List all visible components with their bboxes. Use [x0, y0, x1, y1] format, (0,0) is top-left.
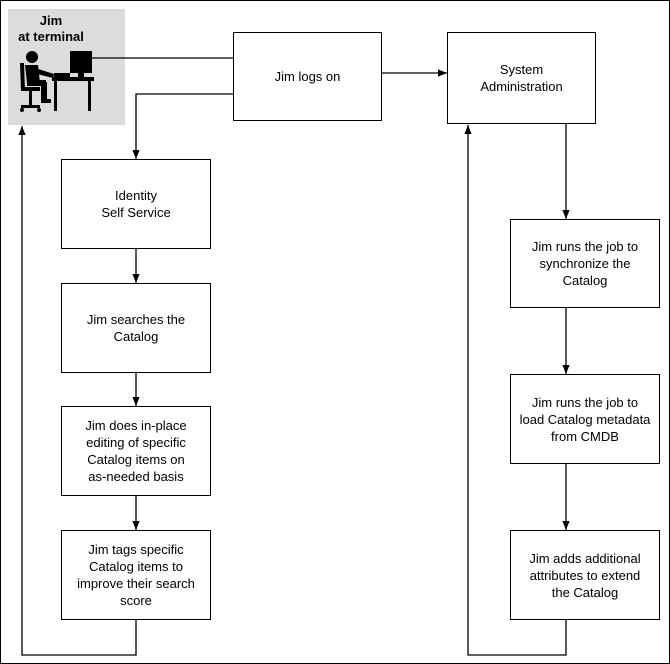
actor-location: at terminal	[18, 29, 84, 44]
node-line: Jim does in-place	[85, 418, 187, 433]
connector-logon-identity	[132, 93, 233, 159]
node-line: attributes to extend	[529, 567, 641, 583]
node-line: System	[499, 62, 544, 77]
node-line: improve their search	[77, 576, 195, 591]
node-line: Jim logs on	[274, 69, 341, 84]
node-jim-tags-catalog-items: Jim tags specific Catalog items to impro…	[61, 530, 211, 620]
node-line: Catalog	[113, 329, 159, 344]
node-jim-loads-catalog-metadata: Jim runs the job to load Catalog metadat…	[510, 374, 660, 464]
node-line: Jim runs the job to	[531, 239, 639, 254]
node-line: editing of specific	[86, 435, 186, 450]
node-line: Identity	[115, 188, 157, 203]
actor-name: Jim	[39, 13, 63, 28]
node-system-administration: System Administration	[447, 32, 596, 124]
node-line: Jim searches the	[86, 312, 186, 327]
node-line: Self Service	[101, 205, 171, 220]
node-jim-searches-catalog: Jim searches the Catalog	[61, 283, 211, 373]
node-jim-edits-catalog-items: Jim does in-place editing of specific Ca…	[61, 406, 211, 496]
node-identity-self-service: Identity Self Service	[61, 159, 211, 249]
node-line: Catalog items to	[89, 559, 183, 574]
node-line: as-needed basis	[88, 469, 184, 484]
node-jim-adds-attributes: Jim adds additional attributes to extend…	[510, 530, 660, 620]
node-line: Catalog	[562, 273, 608, 288]
node-line: the Catalog	[551, 584, 619, 600]
node-line: load Catalog metadata	[519, 411, 651, 427]
node-line: Jim runs the job to	[531, 394, 639, 410]
person-at-computer-icon	[20, 51, 94, 112]
node-line: score	[120, 593, 152, 608]
node-jim-logs-on: Jim logs on	[233, 32, 382, 121]
node-line: from CMDB	[551, 428, 619, 444]
node-line: Jim adds additional	[529, 550, 641, 566]
connector-attrs-sysadmin	[464, 125, 567, 656]
actor-panel: Jim at terminal	[8, 9, 125, 125]
node-jim-synchronizes-catalog: Jim runs the job to synchronize the Cata…	[510, 219, 660, 308]
node-line: Catalog items on	[87, 452, 185, 467]
actor-label: Jim at terminal	[8, 13, 94, 45]
connector-tag-actor	[18, 126, 137, 656]
node-line: synchronize the	[539, 256, 631, 271]
node-line: Administration	[480, 79, 563, 94]
node-line: Jim tags specific	[88, 542, 184, 557]
